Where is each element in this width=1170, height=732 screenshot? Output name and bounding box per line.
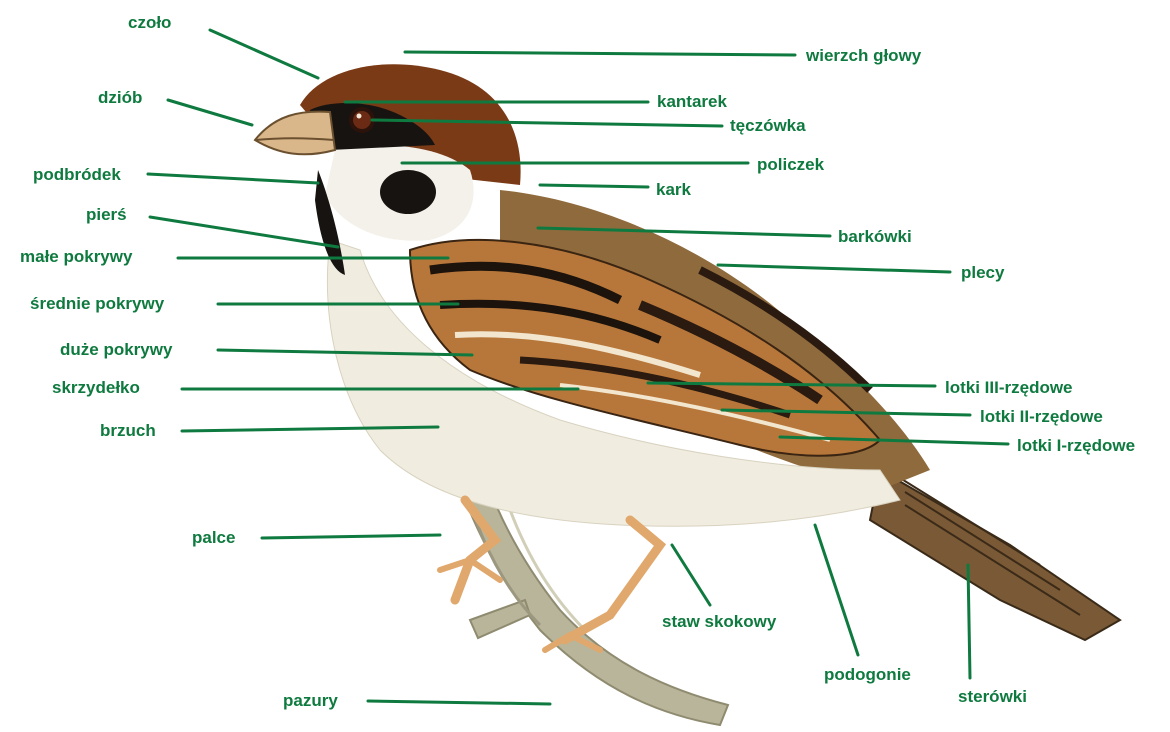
label-lotki-ii: lotki II-rzędowe: [980, 407, 1103, 426]
label-palce: palce: [192, 528, 235, 547]
label-teczowka: tęczówka: [730, 116, 806, 135]
label-plecy: plecy: [961, 263, 1005, 282]
label-skrzydelko: skrzydełko: [52, 378, 140, 397]
leader-dziob: [168, 100, 252, 125]
label-srednie-pokrywy: średnie pokrywy: [30, 294, 165, 313]
label-barkowki: barkówki: [838, 227, 912, 246]
label-lotki-iii: lotki III-rzędowe: [945, 378, 1073, 397]
leader-kark: [540, 185, 648, 187]
label-lotki-i: lotki I-rzędowe: [1017, 436, 1135, 455]
leader-wierzch-glowy: [405, 52, 795, 55]
leader-czolo: [210, 30, 318, 78]
label-brzuch: brzuch: [100, 421, 156, 440]
label-kark: kark: [656, 180, 692, 199]
label-czolo: czoło: [128, 13, 171, 32]
tail: [870, 470, 1120, 640]
label-pazury: pazury: [283, 691, 338, 710]
label-staw-skokowy: staw skokowy: [662, 612, 777, 631]
label-policzek: policzek: [757, 155, 825, 174]
leader-pazury: [368, 701, 550, 704]
leader-palce: [262, 535, 440, 538]
label-duze-pokrywy: duże pokrywy: [60, 340, 173, 359]
label-male-pokrywy: małe pokrywy: [20, 247, 133, 266]
label-podogonie: podogonie: [824, 665, 911, 684]
leader-podogonie: [815, 525, 858, 655]
leader-staw-skokowy: [672, 545, 710, 605]
leader-podbrodek: [148, 174, 318, 183]
label-kantarek: kantarek: [657, 92, 727, 111]
leader-piers: [150, 217, 338, 247]
leader-plecy: [718, 265, 950, 272]
beak: [255, 112, 335, 155]
leader-sterowki: [968, 565, 970, 678]
label-wierzch-glowy: wierzch głowy: [805, 46, 922, 65]
ear-patch: [380, 170, 436, 214]
label-podbrodek: podbródek: [33, 165, 121, 184]
label-piers: pierś: [86, 205, 127, 224]
label-dziob: dziób: [98, 88, 142, 107]
label-sterowki: sterówki: [958, 687, 1027, 706]
